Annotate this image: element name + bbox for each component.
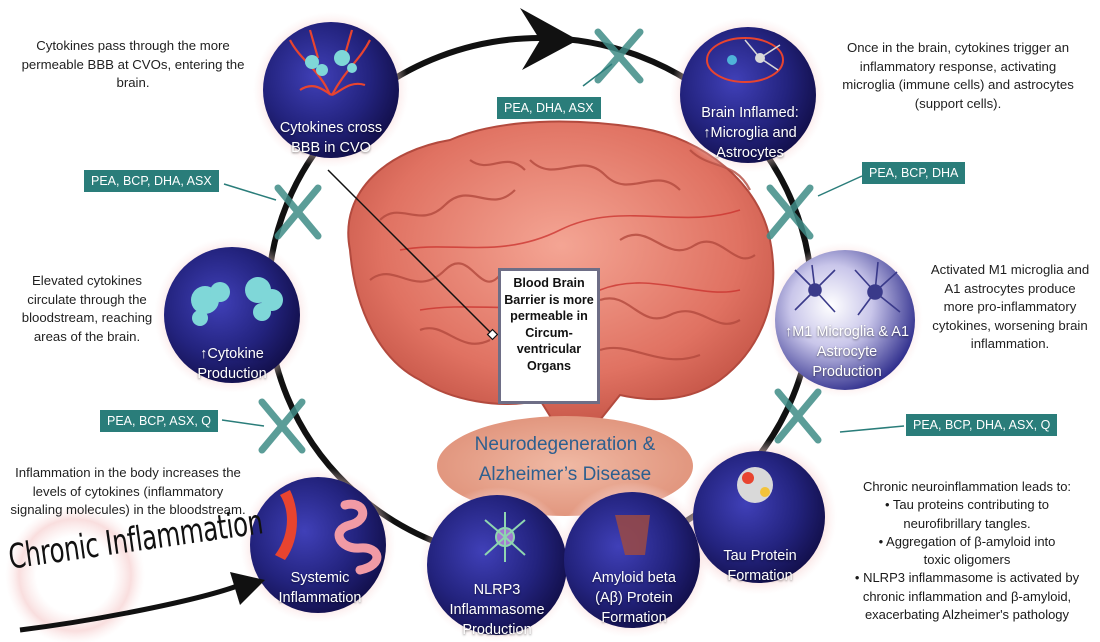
desc-activated: Activated M1 microglia and A1 astrocytes… bbox=[930, 262, 1090, 351]
nlrp3-icon bbox=[484, 512, 526, 562]
label-amyloid: Amyloid beta (Aβ) Protein Formation bbox=[592, 570, 676, 626]
node-tau bbox=[693, 451, 825, 583]
tag-right-lower: PEA, BCP, DHA, ASX, Q bbox=[906, 414, 1058, 436]
connector-line bbox=[327, 169, 494, 336]
node-amyloid bbox=[564, 492, 700, 628]
neurodegeneration-title: Neurodegeneration & Alzheimer’s Disease bbox=[440, 430, 690, 490]
tag-right-upper: PEA, BCP, DHA bbox=[862, 162, 966, 184]
desc-brain: Once in the brain, cytokines trigger an … bbox=[842, 40, 1074, 111]
chronic-effects: Chronic neuroinflammation leads to: Tau … bbox=[838, 478, 1096, 624]
bbb-callout: Blood Brain Barrier is more permeable in… bbox=[498, 268, 600, 404]
label-tau: Tau Protein Formation bbox=[723, 548, 797, 584]
block-x-top bbox=[594, 28, 644, 84]
label-m1-a1: ↑M1 Microglia & A1 Astrocyte Production bbox=[784, 324, 910, 380]
block-x-left-upper bbox=[274, 184, 322, 240]
muscle-icon bbox=[275, 490, 297, 560]
chronic-inflammation-arrow bbox=[19, 572, 265, 633]
label-nlrp3: NLRP3 Inflammasome Production bbox=[449, 582, 545, 638]
desc-elevated: Elevated cytokines circulate through the… bbox=[21, 273, 153, 344]
microglia-icon bbox=[794, 261, 901, 316]
tag-top: PEA, DHA, ASX bbox=[497, 97, 601, 119]
cytokine-particles-icon bbox=[191, 50, 357, 326]
tag-left-lower: PEA, BCP, ASX, Q bbox=[100, 410, 218, 432]
block-x-right-upper bbox=[766, 184, 814, 240]
label-systemic: Systemic Inflammation bbox=[278, 570, 362, 606]
label-brain-inflamed: Brain Inflamed: ↑Microglia and Astrocyte… bbox=[701, 105, 799, 161]
chronic-effect-item: Aggregation of β-amyloid into toxic olig… bbox=[838, 533, 1096, 570]
chronic-effects-list: Tau proteins contributing to neurofibril… bbox=[838, 496, 1096, 624]
connector-end bbox=[486, 328, 499, 341]
node-nlrp3 bbox=[427, 495, 567, 635]
block-x-icons bbox=[258, 28, 822, 454]
tag-connectors bbox=[221, 63, 905, 433]
neuro-line-1: Neurodegeneration & bbox=[474, 434, 656, 455]
neuro-line-2: Alzheimer’s Disease bbox=[478, 464, 652, 485]
node-systemic bbox=[250, 477, 386, 613]
intestine-icon bbox=[334, 499, 382, 575]
block-x-left-lower bbox=[258, 398, 306, 454]
chronic-effect-item: Tau proteins contributing to neurofibril… bbox=[838, 496, 1096, 533]
block-x-right-lower bbox=[774, 388, 822, 444]
node-cytokines-cross-bbb bbox=[263, 22, 399, 158]
desc-cvo: Cytokines pass through the more permeabl… bbox=[21, 38, 245, 90]
tag-left-upper: PEA, BCP, DHA, ASX bbox=[84, 170, 219, 192]
brain-neuron-icon bbox=[706, 37, 784, 83]
chronic-effect-item: NLRP3 inflammasome is activated by chron… bbox=[838, 569, 1096, 624]
desc-inflammation: Inflammation in the body increases the l… bbox=[10, 465, 246, 517]
tau-protein-icon bbox=[737, 467, 773, 503]
label-cytokine-production: ↑Cytokine Production bbox=[197, 346, 267, 382]
label-cytokines-cross-bbb: Cytokines cross BBB in CVO bbox=[279, 120, 383, 156]
arrow-head-top bbox=[520, 8, 578, 70]
amyloid-icon bbox=[615, 515, 650, 555]
chronic-effects-intro: Chronic neuroinflammation leads to: bbox=[862, 479, 1072, 494]
